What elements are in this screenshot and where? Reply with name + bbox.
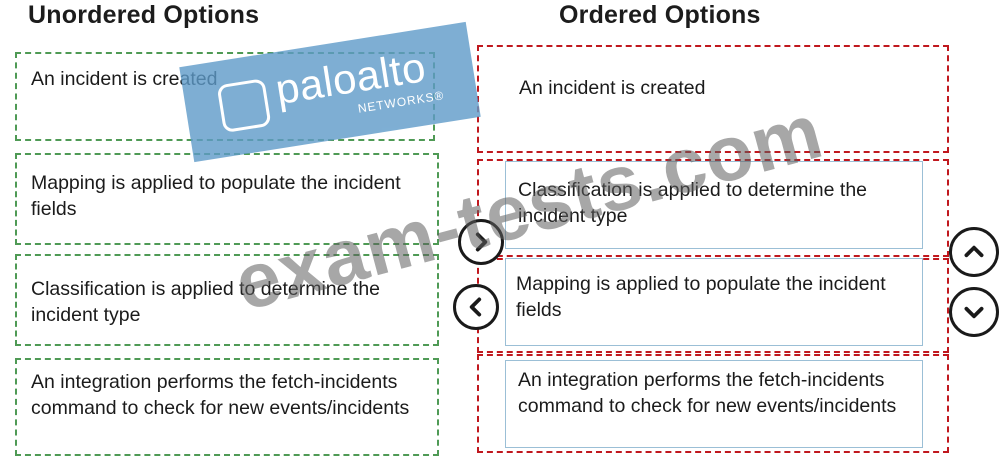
unordered-item-label: Classification is applied to determine t… — [31, 278, 381, 326]
move-down-button[interactable] — [949, 287, 999, 337]
unordered-item-incident-created[interactable]: An incident is created — [15, 52, 435, 141]
chevron-right-icon — [475, 232, 488, 252]
unordered-item-label: An incident is created — [31, 68, 218, 90]
unordered-item-label: Mapping is applied to populate the incid… — [31, 172, 401, 220]
ordered-item-label: Classification is applied to determine t… — [518, 179, 868, 227]
move-up-button[interactable] — [949, 227, 999, 277]
ordered-item-integration[interactable]: An integration performs the fetch-incide… — [505, 360, 923, 448]
ordered-options-heading: Ordered Options — [559, 1, 761, 29]
unordered-options-heading: Unordered Options — [28, 1, 260, 29]
ordered-item-label: An incident is created — [519, 77, 706, 99]
ordered-slot-4[interactable] — [477, 354, 949, 453]
chevron-down-icon — [964, 306, 984, 319]
ordered-item-mapping[interactable]: Mapping is applied to populate the incid… — [505, 258, 923, 346]
ordered-item-classification[interactable]: Classification is applied to determine t… — [505, 161, 923, 249]
chevron-left-icon — [469, 297, 482, 317]
chevron-up-icon — [964, 245, 984, 258]
ordered-item-label: An integration performs the fetch-incide… — [518, 369, 897, 417]
ordered-slot-1[interactable]: An incident is created — [477, 45, 949, 153]
unordered-item-mapping[interactable]: Mapping is applied to populate the incid… — [15, 153, 439, 245]
ordered-item-label: Mapping is applied to populate the incid… — [516, 273, 886, 321]
unordered-item-classification[interactable]: Classification is applied to determine t… — [15, 254, 439, 346]
unordered-item-label: An integration performs the fetch-incide… — [31, 371, 410, 419]
move-right-button[interactable] — [458, 219, 504, 265]
ordered-slot-2[interactable] — [477, 159, 949, 257]
move-left-button[interactable] — [453, 284, 499, 330]
unordered-item-integration[interactable]: An integration performs the fetch-incide… — [15, 358, 439, 456]
